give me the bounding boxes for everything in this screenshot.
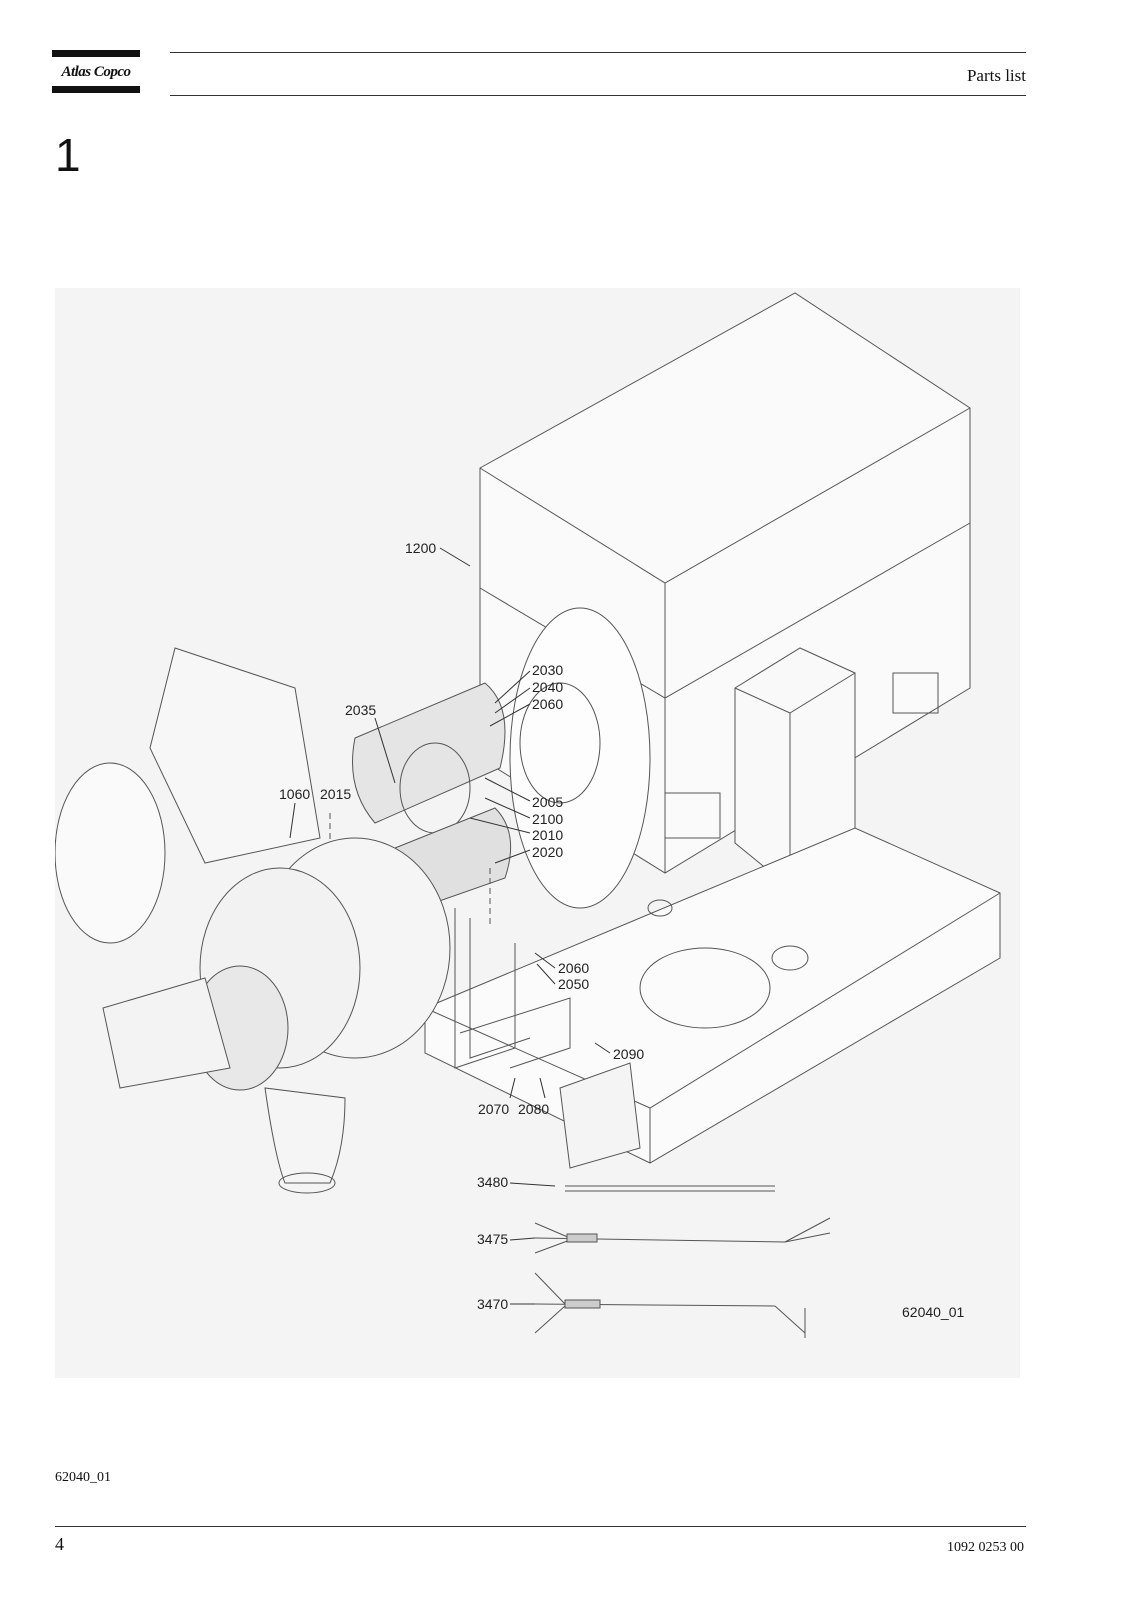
- callout-2100: 2100: [532, 811, 563, 827]
- callout-2080: 2080: [518, 1101, 549, 1117]
- exploded-view-svg: 1200 2030 2040 2060 2035 1060 2015 2005 …: [55, 292, 1001, 1338]
- callout-2040: 2040: [532, 679, 563, 695]
- logo-top-bar: [52, 50, 140, 57]
- callout-2090: 2090: [613, 1046, 644, 1062]
- logo-text: Atlas Copco: [61, 64, 131, 80]
- callout-2035: 2035: [345, 702, 376, 718]
- callout-3475: 3475: [477, 1231, 508, 1247]
- base-frame: [424, 827, 1001, 1164]
- callout-2060-upper: 2060: [532, 696, 563, 712]
- callout-2050: 2050: [558, 976, 589, 992]
- atlas-copco-logo: Atlas Copco: [52, 50, 140, 94]
- page-title: Parts list: [966, 66, 1026, 85]
- footer-rule: [55, 1526, 1026, 1527]
- callout-2015: 2015: [320, 786, 351, 802]
- callout-2010: 2010: [532, 827, 563, 843]
- callout-2020: 2020: [532, 844, 563, 860]
- exploded-view-drawing: 1200 2030 2040 2060 2035 1060 2015 2005 …: [55, 288, 1020, 1378]
- figure-caption: 62040_01: [55, 1470, 111, 1485]
- callout-2070: 2070: [478, 1101, 509, 1117]
- callouts: 1200 2030 2040 2060 2035 1060 2015 2005 …: [279, 540, 965, 1320]
- cable-3475: [534, 1217, 831, 1254]
- callout-3480: 3480: [477, 1174, 508, 1190]
- callout-2005: 2005: [532, 794, 563, 810]
- callout-3470: 3470: [477, 1296, 508, 1312]
- page-number: 4: [55, 1534, 64, 1554]
- callout-1200: 1200: [405, 540, 436, 556]
- callout-1060: 1060: [279, 786, 310, 802]
- header-bottom-rule: [170, 95, 1026, 96]
- document-number: 1092 0253 00: [947, 1540, 1024, 1555]
- logo-bottom-bar: [52, 86, 140, 93]
- cable-3470: [534, 1272, 806, 1338]
- support-bracket: [454, 908, 571, 1069]
- cable-3480: [565, 1185, 775, 1192]
- base-bracket: [559, 1062, 641, 1169]
- section-number: 1: [55, 129, 81, 181]
- leader-lines: [289, 547, 611, 1305]
- callout-2030: 2030: [532, 662, 563, 678]
- header-top-rule: [170, 52, 1026, 53]
- callout-2060-lower: 2060: [558, 960, 589, 976]
- figure-id-label: 62040_01: [902, 1304, 965, 1320]
- blower-assembly: [55, 647, 451, 1194]
- motor-housing: [479, 292, 971, 909]
